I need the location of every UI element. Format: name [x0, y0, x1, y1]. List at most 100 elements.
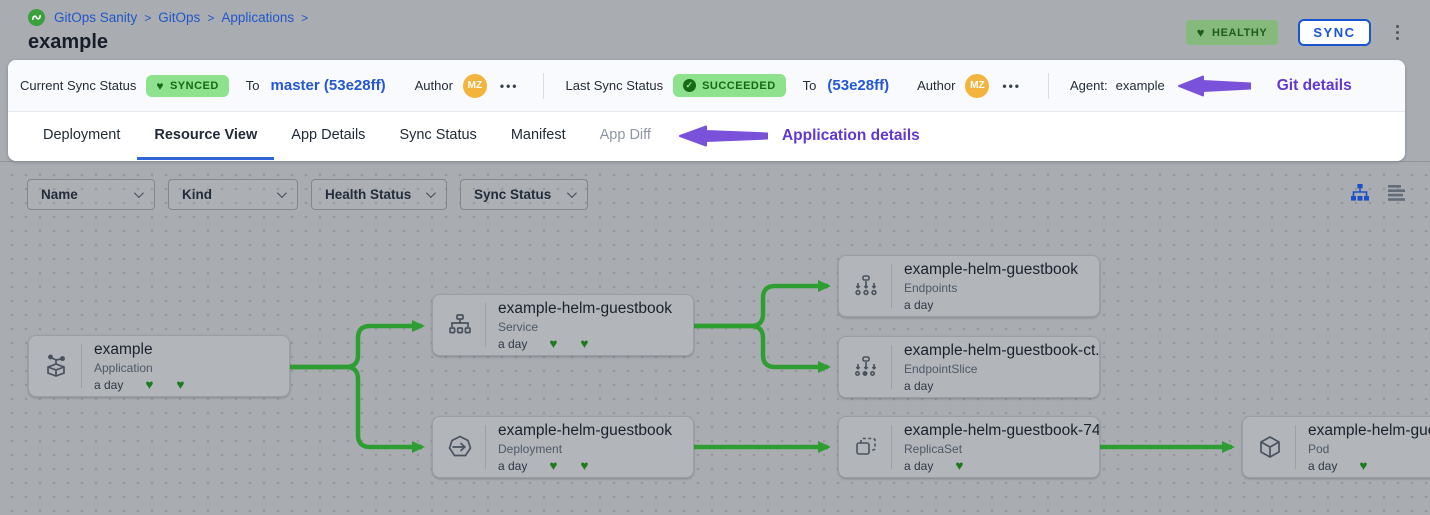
node-application-example[interactable]: example Application a day ♥ ♥: [28, 335, 290, 397]
divider: [485, 425, 486, 469]
annotation-arrow-icon: [1177, 75, 1251, 97]
node-age: a day: [904, 458, 934, 473]
breadcrumb: GitOps Sanity > GitOps > Applications >: [28, 9, 308, 26]
health-status-filter-dropdown[interactable]: Health Status: [311, 179, 447, 210]
page-title: example: [28, 31, 109, 53]
breadcrumb-gitops[interactable]: GitOps: [158, 10, 201, 25]
git-details-annotation: Git details: [1276, 76, 1352, 94]
replicaset-icon: [849, 434, 883, 460]
application-icon: [39, 353, 73, 379]
node-kind: EndpointSlice: [904, 361, 978, 376]
node-kind: ReplicaSet: [904, 441, 963, 456]
health-badge-label: HEALTHY: [1212, 26, 1268, 39]
author-avatar: MZ: [965, 73, 990, 98]
last-sync-status-label: Last Sync Status: [565, 78, 664, 93]
breadcrumb-separator: >: [207, 10, 215, 25]
list-view-icon[interactable]: [1387, 184, 1406, 202]
more-options-icon[interactable]: •••: [499, 78, 519, 93]
endpointslice-icon: [849, 354, 883, 380]
heart-icon: ♥: [1196, 25, 1206, 40]
agent-value: example: [1115, 78, 1165, 93]
breadcrumb-applications[interactable]: Applications: [221, 10, 295, 25]
divider: [1048, 72, 1050, 99]
node-kind: Endpoints: [904, 280, 958, 295]
more-options-icon[interactable]: •••: [1002, 78, 1022, 93]
to-label: To: [245, 78, 260, 93]
node-deployment-example-helm-guestbook[interactable]: example-helm-guestbook Deployment a day …: [432, 416, 694, 478]
health-heart-icon: ♥: [549, 335, 558, 351]
name-filter-dropdown[interactable]: Name: [27, 179, 155, 210]
tab-sync-status[interactable]: Sync Status: [399, 126, 477, 143]
node-age: a day: [498, 336, 528, 351]
divider: [542, 72, 544, 99]
tab-app-diff[interactable]: App Diff: [599, 126, 651, 143]
tab-deployment[interactable]: Deployment: [43, 126, 121, 143]
gitops-logo-icon: [28, 9, 45, 26]
chevron-down-icon: [276, 188, 287, 199]
endpoints-icon: [849, 273, 883, 299]
divider: [891, 345, 892, 389]
deployment-icon: [443, 434, 477, 460]
health-heart-icon: ♥: [176, 376, 185, 392]
kind-filter-dropdown[interactable]: Kind: [168, 179, 298, 210]
pod-icon: [1253, 434, 1287, 460]
node-age: a day: [904, 378, 934, 393]
node-age: a day: [498, 458, 528, 473]
divider: [81, 344, 82, 388]
resource-tree-canvas[interactable]: Name Kind Health Status Sync Status: [0, 161, 1430, 514]
node-endpoints-example-helm-guestbook[interactable]: example-helm-guestbook Endpoints a day: [838, 255, 1100, 317]
annotation-arrow-icon: [678, 125, 768, 147]
check-circle-icon: ✓: [683, 79, 697, 92]
node-endpointslice-example-helm-guestbook-ct[interactable]: example-helm-guestbook-ct... EndpointSli…: [838, 336, 1100, 398]
succeeded-badge: ✓ SUCCEEDED: [673, 74, 786, 97]
health-heart-icon: ♥: [955, 457, 964, 473]
header-actions: ♥ HEALTHY SYNC: [1185, 19, 1405, 46]
kebab-menu-icon[interactable]: [1391, 21, 1405, 45]
tab-resource-view[interactable]: Resource View: [137, 112, 275, 160]
node-kind: Application: [94, 360, 153, 375]
synced-badge: ♥ SYNCED: [146, 74, 229, 97]
author-label: Author: [414, 78, 453, 93]
node-title: example-helm-guestbook: [498, 421, 673, 439]
node-title: example-helm-guestbook: [904, 260, 1079, 278]
node-title: example-helm-guestbook-74...: [904, 421, 1099, 439]
health-heart-icon: ♥: [580, 335, 589, 351]
dropdown-label: Name: [41, 187, 78, 202]
tab-app-details[interactable]: App Details: [291, 126, 366, 143]
author-avatar: MZ: [462, 73, 487, 98]
divider: [485, 303, 486, 347]
tree-view-icon[interactable]: [1350, 183, 1370, 203]
node-service-example-helm-guestbook[interactable]: example-helm-guestbook Service a day ♥ ♥: [432, 294, 694, 356]
tabs-annotation: Application details: [678, 112, 920, 160]
node-title: example-helm-guestbook-ct...: [904, 341, 1099, 359]
health-heart-icon: ♥: [145, 376, 154, 392]
breadcrumb-separator: >: [301, 10, 309, 25]
divider: [1295, 425, 1296, 469]
filter-bar: Name Kind Health Status Sync Status: [27, 179, 588, 210]
succeeded-badge-label: SUCCEEDED: [702, 79, 776, 92]
node-age: a day: [1308, 458, 1338, 473]
breadcrumb-separator: >: [144, 10, 152, 25]
breadcrumb-gitops-sanity[interactable]: GitOps Sanity: [54, 10, 138, 25]
sync-button[interactable]: SYNC: [1298, 19, 1371, 46]
node-replicaset-example-helm-guestbook-74[interactable]: example-helm-guestbook-74... ReplicaSet …: [838, 416, 1100, 478]
node-kind: Deployment: [498, 441, 563, 456]
node-title: example-helm-guest: [1308, 421, 1430, 439]
current-revision-link[interactable]: master (53e28ff): [270, 77, 386, 94]
sync-status-bar: Current Sync Status ♥ SYNCED To master (…: [8, 60, 1405, 112]
sync-status-filter-dropdown[interactable]: Sync Status: [460, 179, 588, 210]
to-label: To: [802, 78, 817, 93]
chevron-down-icon: [425, 188, 436, 199]
last-revision-link[interactable]: (53e28ff): [827, 77, 890, 94]
tab-manifest[interactable]: Manifest: [510, 126, 566, 143]
divider: [891, 264, 892, 308]
node-pod-example-helm-guest[interactable]: example-helm-guest Pod a day ♥: [1242, 416, 1430, 478]
health-heart-icon: ♥: [549, 457, 558, 473]
current-sync-status-label: Current Sync Status: [20, 78, 137, 93]
node-kind: Service: [498, 319, 539, 334]
node-age: a day: [904, 297, 934, 312]
view-toggles: [1350, 183, 1406, 203]
dropdown-label: Sync Status: [474, 187, 552, 202]
node-title: example-helm-guestbook: [498, 299, 673, 317]
